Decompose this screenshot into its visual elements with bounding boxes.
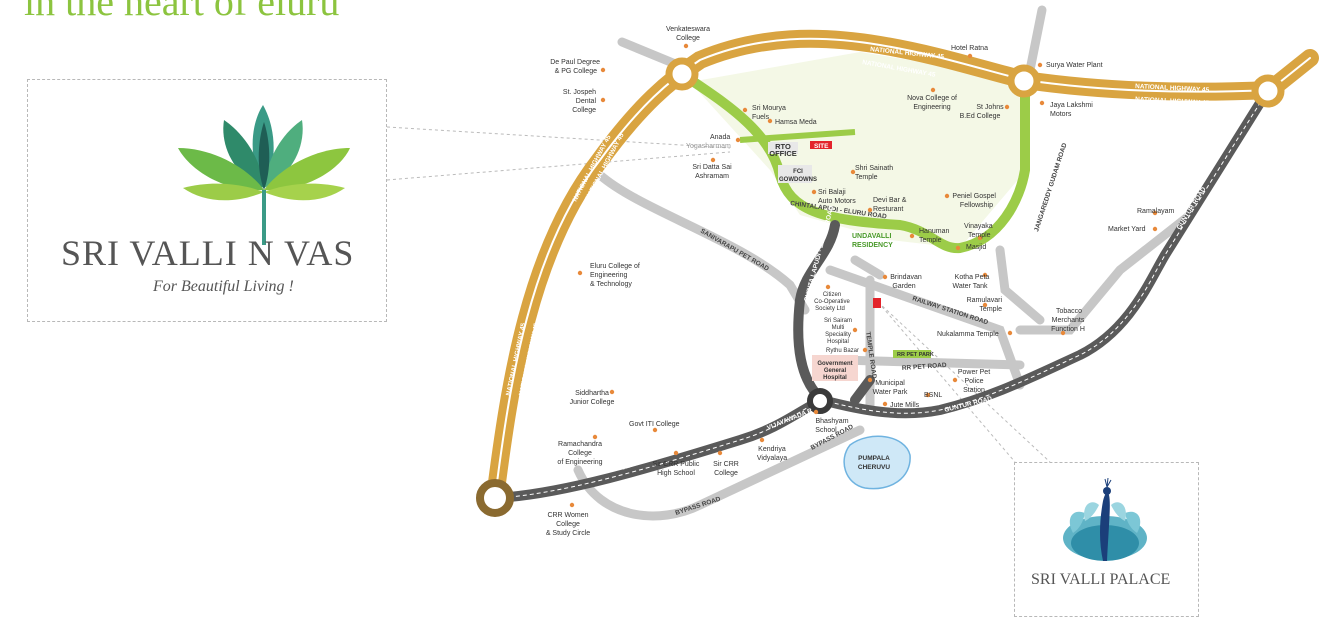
site-marker	[810, 141, 832, 149]
label-hotel-ratna: Hotel Ratna	[951, 45, 988, 52]
label-anada: Anada	[710, 134, 730, 141]
road-label-jangareddy: JANGAREDDY GUDAM ROAD	[1033, 142, 1068, 233]
label-devi-bar: Devi Bar &Resturant	[873, 197, 907, 213]
leader-line-bottom	[386, 151, 731, 181]
fci-block	[778, 165, 812, 183]
label-rythu-bazar: Rythu Bazar	[826, 348, 859, 354]
lotus-leaf-logo-icon	[178, 105, 350, 245]
roundabout-southwest	[476, 479, 514, 517]
label-hamsa-meda: Hamsa Meda	[775, 119, 817, 126]
road-label-vijayawada-2: VIJAYAWADA R	[766, 407, 813, 432]
sri-valli-nivas-logo-card: SRI VALLI N VAS For Beautiful Living !	[27, 79, 387, 322]
road-label-nh45-right1: NATIONAL HIGHWAY 45	[1135, 83, 1210, 94]
sri-valli-palace-marker	[873, 298, 881, 308]
label-nukalamma: Nukalamma Temple	[937, 331, 999, 338]
label-govt-iti: Govt ITI College	[629, 421, 680, 428]
label-surya-water-plant: Surya Water Plant	[1046, 62, 1103, 69]
main-road-centerline	[494, 94, 1266, 499]
roundabout-nh-center	[1007, 64, 1041, 98]
label-bsnl: BSNL	[924, 392, 942, 399]
landmark-dots	[569, 43, 1158, 508]
label-rr-pet-park: RR PET PARK	[897, 352, 934, 358]
rto-office-block	[768, 142, 798, 154]
brand-left-name: SRI VALLI N VAS	[61, 233, 355, 273]
page-headline: in the heart of eluru	[24, 0, 340, 24]
brand-left-tagline: For Beautiful Living !	[153, 278, 294, 295]
rr-pet-park-block	[893, 350, 931, 358]
pumpala-cheruvu-lake	[843, 435, 911, 490]
leader-line-top	[386, 126, 731, 149]
roundabout-city	[807, 388, 833, 414]
road-label-sanivarapu: SANIVARAPU PET ROAD	[699, 228, 770, 273]
road-label-nh45-right2: NATIONAL HIGHWAY 45	[1135, 96, 1210, 107]
road-label-rr-pet: RR PET ROAD	[902, 362, 947, 372]
label-ramalayam: Ramalayam	[1137, 208, 1175, 215]
city-area	[690, 52, 1022, 248]
label-masjid: Masjid	[966, 244, 986, 251]
national-highway-45	[486, 29, 1319, 507]
roundabout-nh-right	[1251, 74, 1285, 108]
label-depaul: De Paul Degree& PG College	[550, 59, 600, 75]
road-label-bypass-1: BYPASS ROAD	[674, 496, 721, 517]
brand-right-name: SRI VALLI PALACE	[1031, 571, 1171, 588]
label-jute-mills: Jute Mills	[890, 402, 920, 409]
govt-hospital-block	[812, 355, 858, 381]
chintalapudi-eluru-road	[683, 73, 1030, 254]
label-yogasharmam: Yogasharmam	[686, 143, 731, 150]
roundabouts	[476, 57, 1285, 517]
road-label-guntur-upper: GUNTUR ROAD	[1176, 186, 1208, 231]
leader-line-palace-1	[877, 301, 1016, 463]
label-market-yard: Market Yard	[1108, 226, 1146, 233]
label-site: SITE	[814, 143, 829, 150]
site-access-road	[739, 129, 856, 143]
peacock-logo-icon	[1063, 477, 1147, 561]
sri-valli-palace-logo-card: SRI VALLI PALACE	[1014, 462, 1199, 617]
roundabout-nh-left	[665, 57, 699, 91]
